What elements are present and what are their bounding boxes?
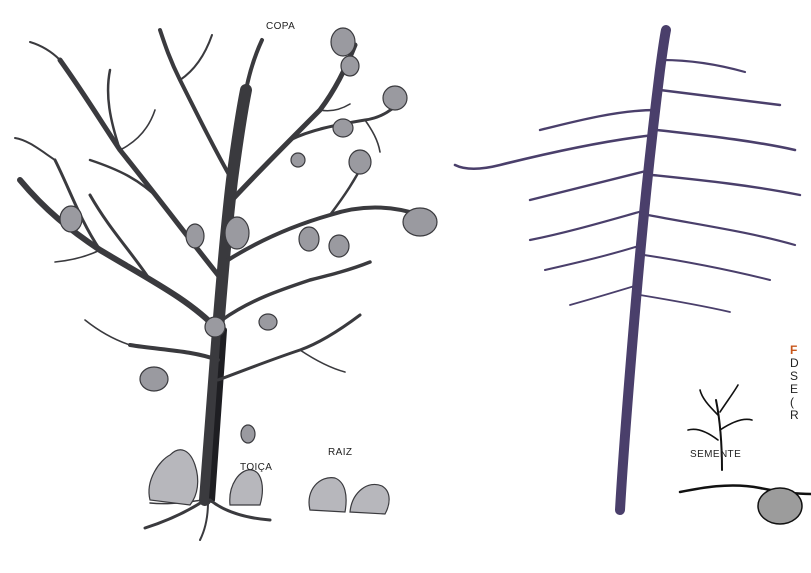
right-tree-trunk <box>620 30 666 510</box>
leaf-cluster <box>259 314 277 330</box>
left-tree-drawing <box>15 30 420 540</box>
left-branch <box>90 160 160 200</box>
right-branch <box>530 170 650 200</box>
leaf-cluster <box>186 224 204 248</box>
seedling-leaf <box>700 390 718 415</box>
right-branch <box>644 255 770 280</box>
raiz-shrub <box>350 484 389 514</box>
left-branch <box>15 138 55 160</box>
seedling-leaf <box>688 429 718 440</box>
left-tree-trunk <box>205 90 246 500</box>
right-branch <box>660 90 780 105</box>
left-branch <box>180 35 212 80</box>
right-branch <box>540 110 656 130</box>
left-twig <box>55 250 100 262</box>
leaf-cluster <box>225 217 249 249</box>
leaf-cluster <box>349 150 371 174</box>
left-tree-root <box>200 502 208 540</box>
left-branch <box>20 180 218 330</box>
seed-pod <box>758 488 802 524</box>
leaf-cluster <box>333 119 353 137</box>
left-twig <box>120 110 155 150</box>
right-branch <box>662 60 745 72</box>
leaf-cluster <box>329 235 349 257</box>
leaf-cluster <box>341 56 359 76</box>
left-twig <box>300 350 345 372</box>
right-branch <box>545 245 642 270</box>
left-tree-root <box>145 500 205 528</box>
left-base-shrubs <box>149 450 389 514</box>
label-raiz: RAIZ <box>328 448 352 458</box>
leaf-cluster <box>291 153 305 167</box>
leaf-cluster <box>205 317 225 337</box>
seedling-leaf <box>720 385 738 412</box>
leaf-cluster <box>60 206 82 232</box>
left-branch <box>228 208 420 261</box>
seedling-leaf <box>720 419 752 430</box>
left-branch <box>90 195 150 280</box>
left-branch <box>160 30 232 180</box>
left-branch <box>246 40 262 90</box>
right-branch <box>530 210 646 240</box>
toica-shrub <box>230 470 263 505</box>
left-twig <box>85 320 130 345</box>
right-branch <box>640 295 730 312</box>
leaf-cluster <box>299 227 319 251</box>
right-branch <box>455 135 654 169</box>
right-branch <box>652 175 800 195</box>
right-branch <box>657 130 795 150</box>
raiz-shrub <box>309 478 346 512</box>
label-semente: SEMENTE <box>690 450 741 460</box>
caption-line: R <box>790 409 799 422</box>
leaf-cluster <box>403 208 437 236</box>
right-branch <box>648 215 795 245</box>
right-branch <box>570 285 638 305</box>
leaf-cluster <box>140 367 168 391</box>
toica-shrub <box>149 450 198 505</box>
right-tree-drawing <box>455 30 811 510</box>
left-branch <box>130 345 218 360</box>
left-twig <box>365 120 380 152</box>
leaf-cluster <box>241 425 255 443</box>
figure-caption: F D S E ( R <box>790 344 799 422</box>
leaf-cluster <box>383 86 407 110</box>
left-branch <box>30 42 60 60</box>
label-toica: TOIÇA <box>240 463 272 473</box>
label-copa: COPA <box>266 22 295 32</box>
leaf-cluster <box>331 28 355 56</box>
left-branch <box>222 262 370 320</box>
